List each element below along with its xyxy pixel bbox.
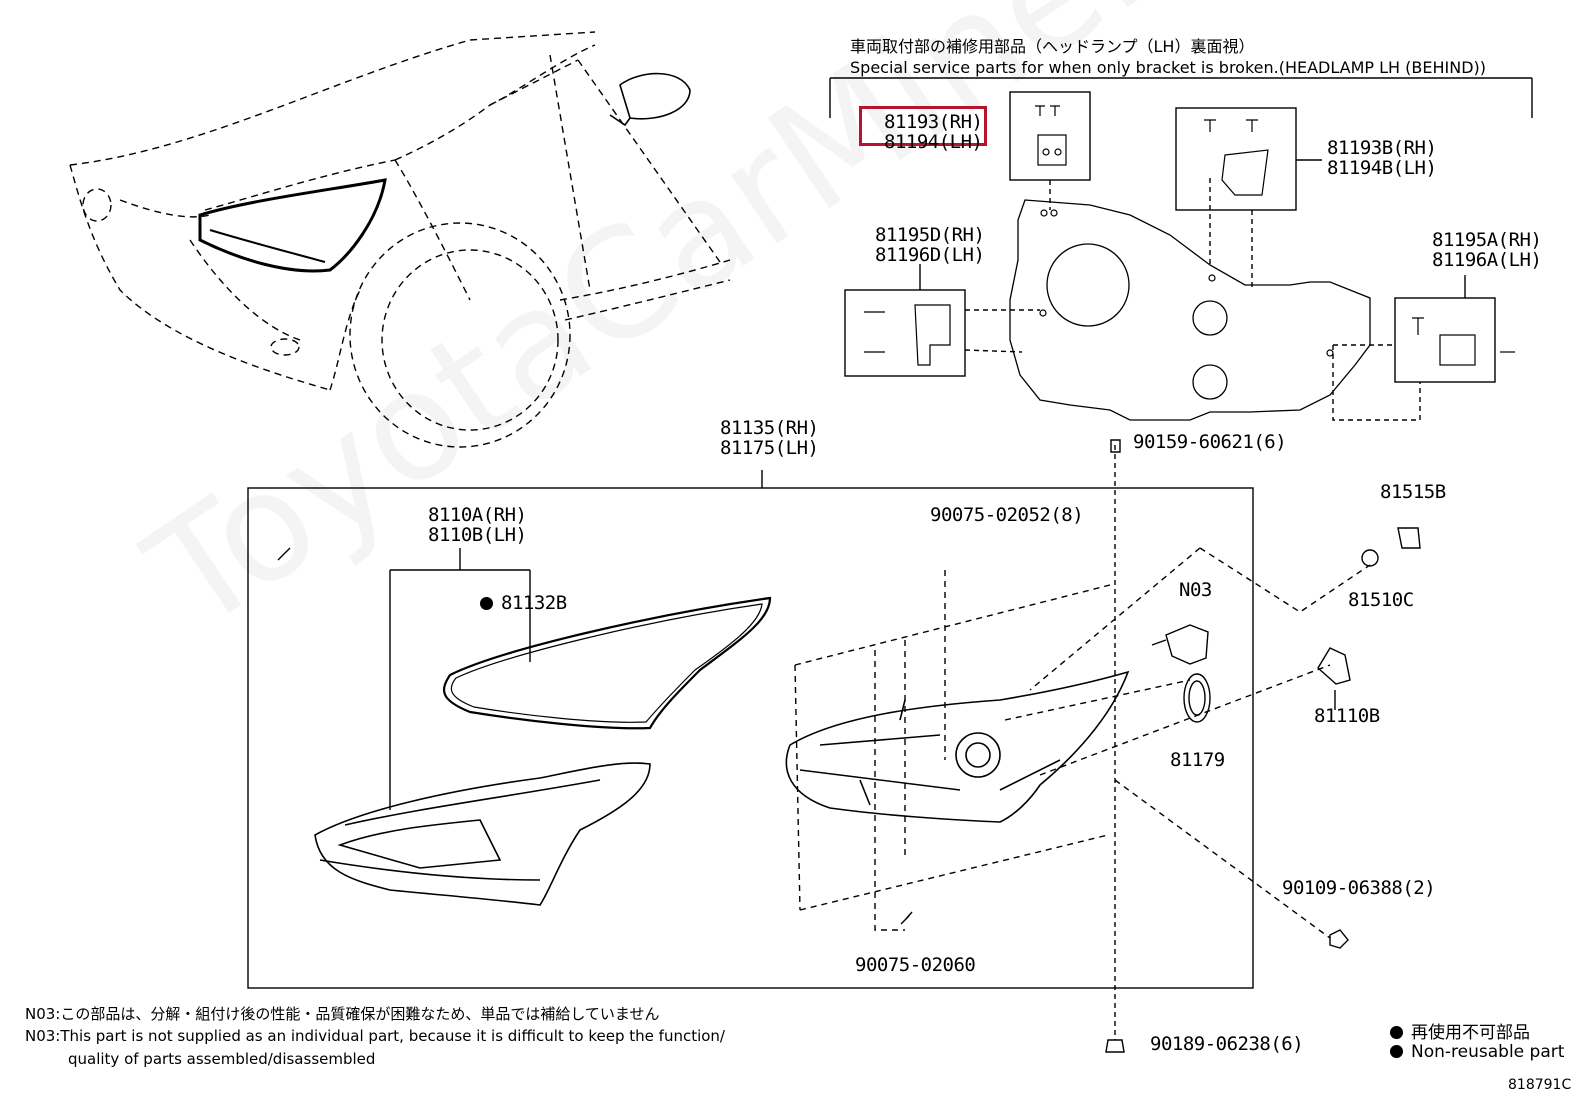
service-parts-bracket bbox=[829, 77, 1533, 118]
label-90109[interactable]: 90109-06388(2) bbox=[1282, 877, 1436, 899]
label-8110b[interactable]: 8110B(LH) bbox=[428, 524, 527, 546]
bullet-dot-icon bbox=[1390, 1026, 1403, 1039]
label-81175[interactable]: 81175(LH) bbox=[720, 437, 819, 459]
gasket-81132b bbox=[442, 596, 772, 730]
legend-en-text: Non-reusable part bbox=[1411, 1042, 1565, 1062]
box-81195d bbox=[844, 289, 966, 377]
label-81196a[interactable]: 81196A(LH) bbox=[1432, 249, 1542, 271]
label-81110b[interactable]: 81110B bbox=[1314, 705, 1380, 727]
leader-lines-solid bbox=[761, 159, 1466, 488]
label-8110a[interactable]: 8110A(RH) bbox=[428, 504, 527, 526]
label-90189[interactable]: 90189-06238(6) bbox=[1150, 1033, 1304, 1055]
headlamp-assembly bbox=[785, 670, 1130, 823]
note-jp: N03:この部品は、分解・組付け後の性能・品質確保が困難なため、単品では補給して… bbox=[25, 1005, 660, 1023]
screw-icons-upper bbox=[864, 105, 1515, 366]
label-81194b[interactable]: 81194B(LH) bbox=[1327, 157, 1437, 179]
label-81193b[interactable]: 81193B(RH) bbox=[1327, 137, 1437, 159]
header-en: Special service parts for when only brac… bbox=[850, 58, 1487, 77]
mirror-icon bbox=[609, 72, 691, 127]
assembly-box bbox=[247, 487, 1254, 989]
assembly-leaders bbox=[794, 547, 1371, 939]
box-81195a bbox=[1394, 297, 1496, 383]
label-90159[interactable]: 90159-60621(6) bbox=[1133, 431, 1287, 453]
legend-jp: 再使用不可部品 bbox=[1390, 1018, 1530, 1043]
legend-jp-text: 再使用不可部品 bbox=[1411, 1023, 1530, 1043]
note-en-1: N03:This part is not supplied as an indi… bbox=[25, 1027, 725, 1045]
label-81135[interactable]: 81135(RH) bbox=[720, 417, 819, 439]
car-illustration bbox=[69, 31, 731, 448]
header-jp: 車両取付部の補修用部品（ヘッドランプ（LH）裏面視） bbox=[850, 37, 1255, 56]
label-81194[interactable]: 81194(LH) bbox=[884, 131, 983, 153]
car-headlamp-highlight bbox=[198, 178, 387, 273]
box-81193 bbox=[1009, 91, 1091, 181]
label-90075-02060[interactable]: 90075-02060 bbox=[855, 954, 976, 976]
label-90075-02052[interactable]: 90075-02052(8) bbox=[930, 504, 1084, 526]
label-81132b-text: 81132B bbox=[501, 592, 567, 614]
note-en-2: quality of parts assembled/disassembled bbox=[68, 1050, 376, 1068]
label-81195a[interactable]: 81195A(RH) bbox=[1432, 229, 1542, 251]
bullet-dot-icon bbox=[480, 597, 493, 610]
headlamp-back-housing bbox=[1009, 199, 1371, 421]
label-81195d[interactable]: 81195D(RH) bbox=[875, 224, 985, 246]
lens-8110a bbox=[314, 762, 651, 906]
label-81193[interactable]: 81193(RH) bbox=[884, 111, 983, 133]
diagram-id: 818791C bbox=[1508, 1077, 1572, 1093]
label-81179[interactable]: 81179 bbox=[1170, 749, 1225, 771]
label-81196d[interactable]: 81196D(LH) bbox=[875, 244, 985, 266]
label-81510c[interactable]: 81510C bbox=[1348, 589, 1414, 611]
leader-lines-upper bbox=[964, 178, 1421, 1040]
box-81193b bbox=[1175, 107, 1297, 211]
highlight-box[interactable] bbox=[859, 106, 987, 146]
lens-bracket bbox=[389, 548, 531, 810]
legend-en: Non-reusable part bbox=[1390, 1042, 1564, 1062]
label-81132b[interactable]: 81132B bbox=[480, 593, 567, 614]
bullet-dot-icon bbox=[1390, 1045, 1403, 1058]
small-parts bbox=[277, 439, 1421, 1053]
label-n03[interactable]: N03 bbox=[1179, 579, 1212, 601]
label-81515b[interactable]: 81515B bbox=[1380, 481, 1446, 503]
